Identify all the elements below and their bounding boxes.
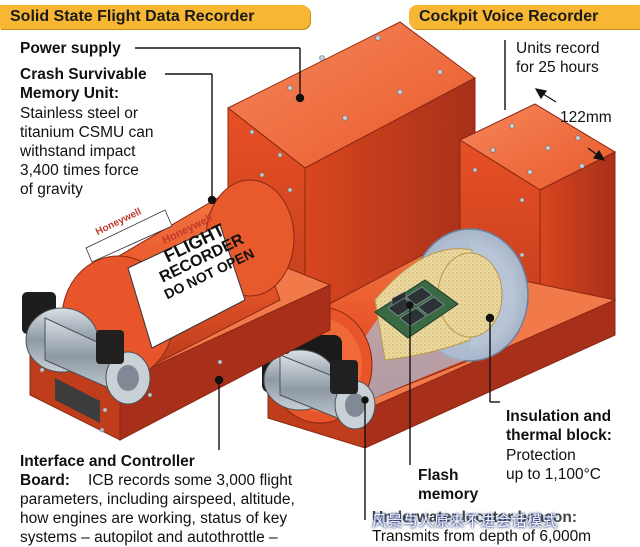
watermark: 风景与人原来不进会话模式 xyxy=(372,510,558,531)
flash-memory-label: Flash memory xyxy=(418,466,478,504)
csmu-body: Stainless steel or titanium CSMU can wit… xyxy=(20,104,154,199)
insulation-title: Insulation and thermal block: xyxy=(506,407,612,445)
dimension-label: 122mm xyxy=(560,108,612,127)
insulation-body: Protection up to 1,100°C xyxy=(506,446,601,484)
cvr-header: Cockpit Voice Recorder xyxy=(409,5,640,29)
interface-body: ICB records some 3,000 flight parameters… xyxy=(20,471,360,547)
units-record-label: Units record for 25 hours xyxy=(516,39,600,77)
csmu-title: Crash Survivable Memory Unit: xyxy=(20,65,147,103)
power-supply-label: Power supply xyxy=(20,39,121,58)
fdr-header: Solid State Flight Data Recorder xyxy=(0,5,310,29)
